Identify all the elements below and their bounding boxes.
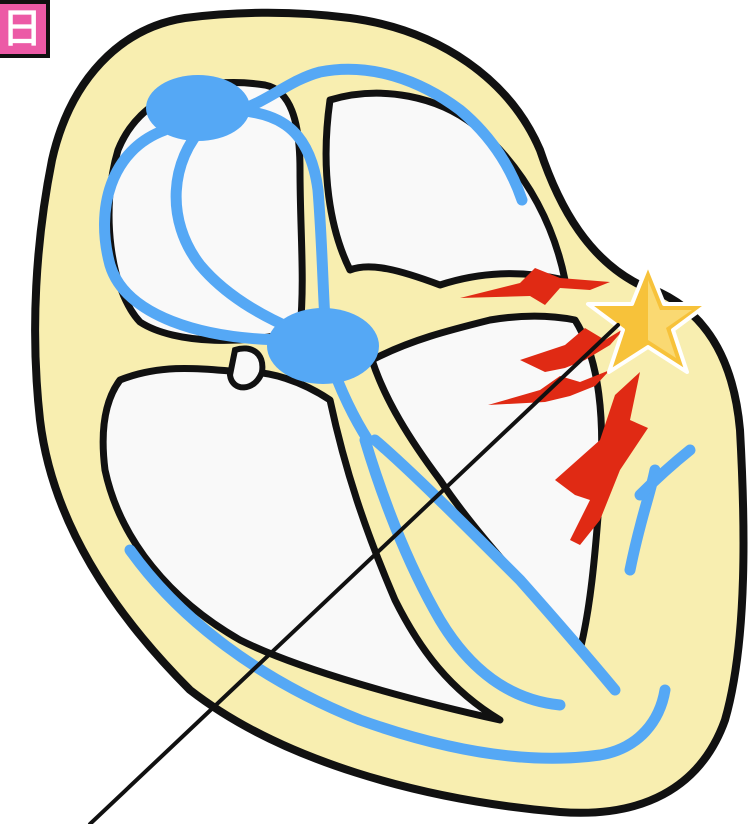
septal-notch: [230, 348, 262, 387]
corner-badge: 日: [0, 0, 50, 58]
atrioventricular-node: [267, 308, 379, 384]
sinoatrial-node: [146, 75, 250, 141]
